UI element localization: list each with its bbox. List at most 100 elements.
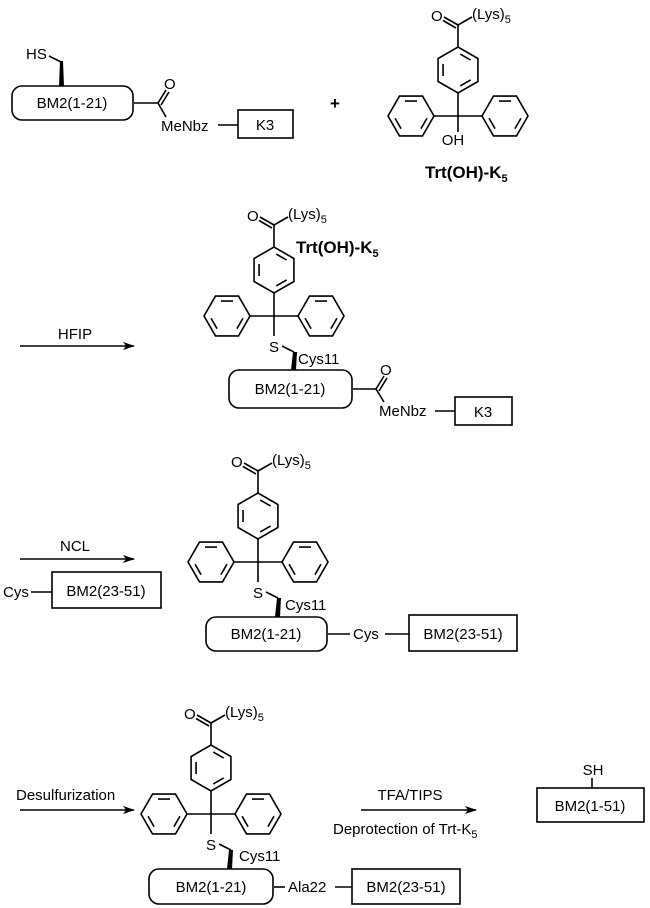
aromatic-double-bond: [514, 117, 522, 130]
step-4-condition: Deprotection of Trt-K5: [333, 821, 478, 841]
aromatic-double-bond: [236, 317, 244, 330]
peptide-box-1-21: [11, 85, 134, 121]
aromatic-double-bond: [267, 815, 275, 828]
aromatic-double-bond: [330, 317, 338, 330]
peptide-box-1-21: [148, 868, 274, 905]
peptide-label: BM2(1-21): [37, 95, 108, 112]
carbonyl-oxygen: O: [247, 208, 259, 225]
carbonyl-oxygen: O: [431, 8, 443, 25]
co-reactant-box: [51, 571, 162, 609]
reagent-name: Trt(OH)-K5: [425, 163, 508, 185]
carbonyl-bond: [196, 714, 212, 724]
reactant-peptide-thioester: HS BM2(1-21) O MeNbz K3: [11, 46, 294, 139]
k3-box: [237, 109, 294, 139]
carbonyl-oxygen: O: [380, 362, 392, 379]
amide-bond: [457, 16, 473, 26]
carbonyl-oxygen: O: [231, 454, 243, 471]
aromatic-double-bond: [314, 563, 322, 576]
linker-label: MeNbz: [379, 403, 427, 420]
aryl-ring-top: [237, 492, 279, 540]
aryl-ring-top: [190, 744, 232, 792]
carbonyl-bond: [375, 375, 385, 390]
peptide-box-1-21: [228, 369, 353, 409]
cys11-label: Cys11: [285, 597, 326, 614]
wedge-bond: [59, 61, 64, 86]
peptide-box-23-51: [351, 868, 461, 905]
sulfur-atom: S: [269, 339, 279, 356]
co-reactant-cys: Cys: [3, 584, 29, 601]
cys11-label: Cys11: [239, 848, 280, 865]
carbonyl-double-bond: [160, 91, 170, 106]
linker-label: MeNbz: [161, 118, 209, 135]
step-3-arrow-group: Desulfurization: [16, 787, 135, 814]
thioether-bond: [281, 345, 295, 353]
aromatic-double-bond: [259, 499, 272, 507]
cys11-label: Cys11: [298, 351, 339, 368]
amide-bond: [273, 216, 289, 226]
peptide-box-1-21: [205, 616, 328, 652]
thiol-label: HS: [26, 46, 47, 63]
trityl-k5-unit-1: O (Lys)5S: [203, 206, 345, 356]
aromatic-double-bond: [241, 815, 249, 828]
product-2-peptide: Cys11 BM2(1-21) Cys BM2(23-51): [205, 597, 518, 652]
peptide-label: BM2(1-21): [176, 879, 247, 896]
phenyl-ring-right: [297, 295, 345, 337]
carbonyl-oxygen: O: [184, 706, 196, 723]
linker-bond: [157, 102, 167, 118]
aromatic-double-bond: [147, 815, 155, 828]
aromatic-double-bond: [220, 563, 228, 576]
step-3-reagent: Desulfurization: [16, 787, 115, 804]
k3-box: [454, 396, 513, 426]
aromatic-double-bond: [420, 117, 428, 130]
thioether-bond: [265, 591, 279, 599]
step-4-arrow-group: TFA/TIPS Deprotection of Trt-K5: [333, 787, 478, 841]
lys5-label: (Lys)5: [225, 704, 264, 724]
peptide-label: BM2(1-21): [231, 626, 302, 643]
carbonyl-bond: [443, 16, 459, 26]
phenyl-ring-right: [281, 541, 329, 583]
final-product-box: [536, 787, 645, 823]
aromatic-double-bond: [394, 117, 402, 130]
final-product: SH BM2(1-51): [536, 762, 645, 823]
wedge-bond: [291, 352, 297, 370]
linker-bond: [375, 388, 385, 403]
carbonyl-double-bond: [378, 377, 388, 392]
step-4-reagent: TFA/TIPS: [377, 787, 442, 804]
carbonyl-oxygen: O: [164, 76, 176, 93]
aromatic-double-bond: [275, 279, 288, 287]
thiol-bond: [48, 55, 62, 63]
sulfur-atom: S: [206, 837, 216, 854]
carbonyl-bond: [243, 462, 259, 472]
junction-label: Ala22: [288, 879, 326, 896]
phenyl-ring-right: [234, 793, 282, 835]
k3-label: K3: [474, 404, 492, 421]
aromatic-double-bond: [488, 117, 496, 130]
phenyl-ring-left: [140, 793, 188, 835]
phenyl-ring-left: [387, 95, 435, 137]
carbonyl-double-bond: [442, 19, 457, 29]
hydroxyl-label: OH: [442, 132, 465, 149]
aromatic-double-bond: [304, 317, 312, 330]
step-1-arrow-group: HFIP: [20, 326, 135, 350]
aromatic-double-bond: [275, 253, 288, 261]
lys5-label: (Lys)5: [288, 206, 327, 226]
aromatic-double-bond: [459, 53, 472, 61]
step-1-reagent: HFIP: [58, 326, 92, 343]
carbonyl-bond: [157, 89, 167, 104]
wedge-bond: [227, 850, 233, 869]
carbonyl-double-bond: [242, 465, 257, 475]
step-2-reagent: NCL: [60, 538, 90, 555]
peptide-label: BM2(1-21): [255, 381, 326, 398]
trityl-k5-unit-3: O (Lys)5S: [140, 704, 282, 854]
aromatic-double-bond: [194, 563, 202, 576]
k3-label: K3: [256, 117, 274, 134]
thioether-bond: [218, 843, 232, 851]
phenyl-ring-right: [481, 95, 529, 137]
product-3-peptide: Cys11 BM2(1-21) Ala22 BM2(23-51): [148, 848, 461, 905]
aryl-ring-top: [253, 246, 295, 294]
step-2-arrow-group: NCL Cys BM2(23-51): [3, 538, 162, 609]
product-1-tag-name: Trt(OH)-K5: [296, 238, 379, 260]
trt-oh-k5-reagent: O(Lys)5: [387, 6, 529, 137]
sulfur-atom: S: [253, 585, 263, 602]
